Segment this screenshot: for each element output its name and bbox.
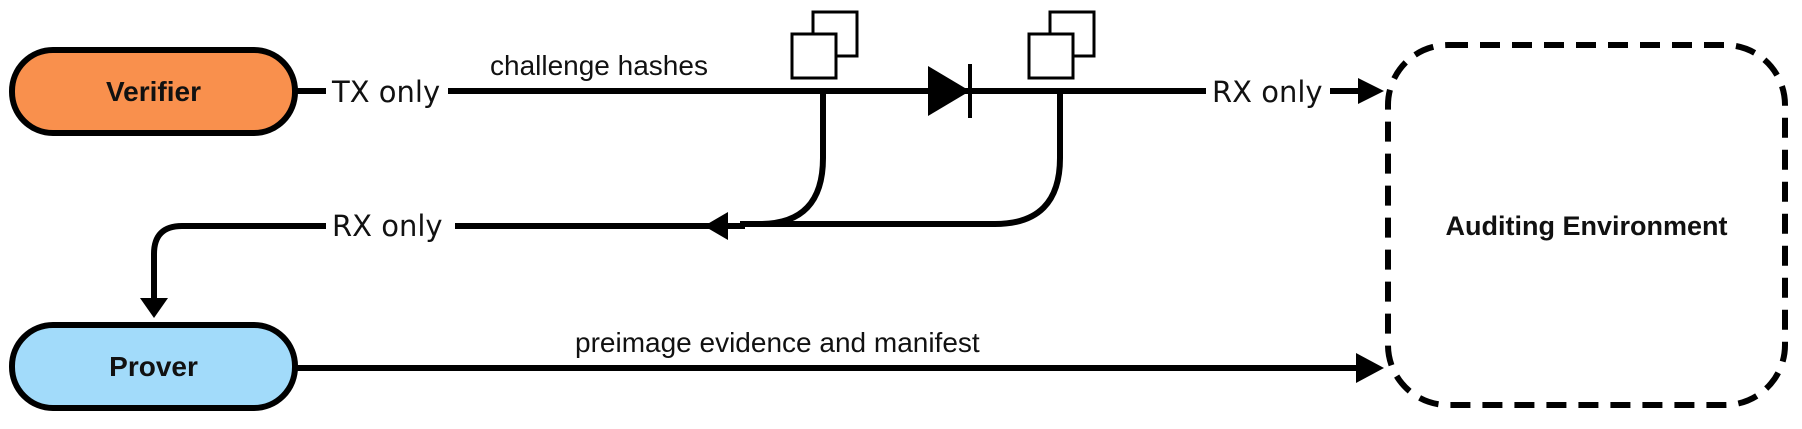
verifier-tx-label: TX only xyxy=(326,78,447,107)
verifier-label: Verifier xyxy=(106,76,201,107)
evidence-arrowhead xyxy=(1356,353,1384,383)
challenge-label: challenge hashes xyxy=(490,50,708,81)
tap-line-2 xyxy=(740,93,1063,227)
diode-icon xyxy=(928,64,972,118)
tap-line-1 xyxy=(740,93,826,227)
audit-rx-arrowhead xyxy=(1358,78,1384,104)
auditing-node xyxy=(1385,42,1788,408)
evidence-label: preimage evidence and manifest xyxy=(575,327,980,358)
verifier-node xyxy=(9,47,298,136)
prover-label: Prover xyxy=(109,351,198,382)
copy-icon xyxy=(1027,10,1096,80)
audit-rx-label: RX only xyxy=(1206,78,1329,107)
return-arrowhead xyxy=(704,212,728,240)
prover-rx-label: RX only xyxy=(326,212,449,241)
copy-icon xyxy=(790,10,859,80)
auditing-label: Auditing Environment xyxy=(1445,211,1728,241)
prover-node xyxy=(9,322,298,411)
prover-rx-line xyxy=(151,223,328,298)
prover-rx-arrowhead xyxy=(140,298,168,318)
